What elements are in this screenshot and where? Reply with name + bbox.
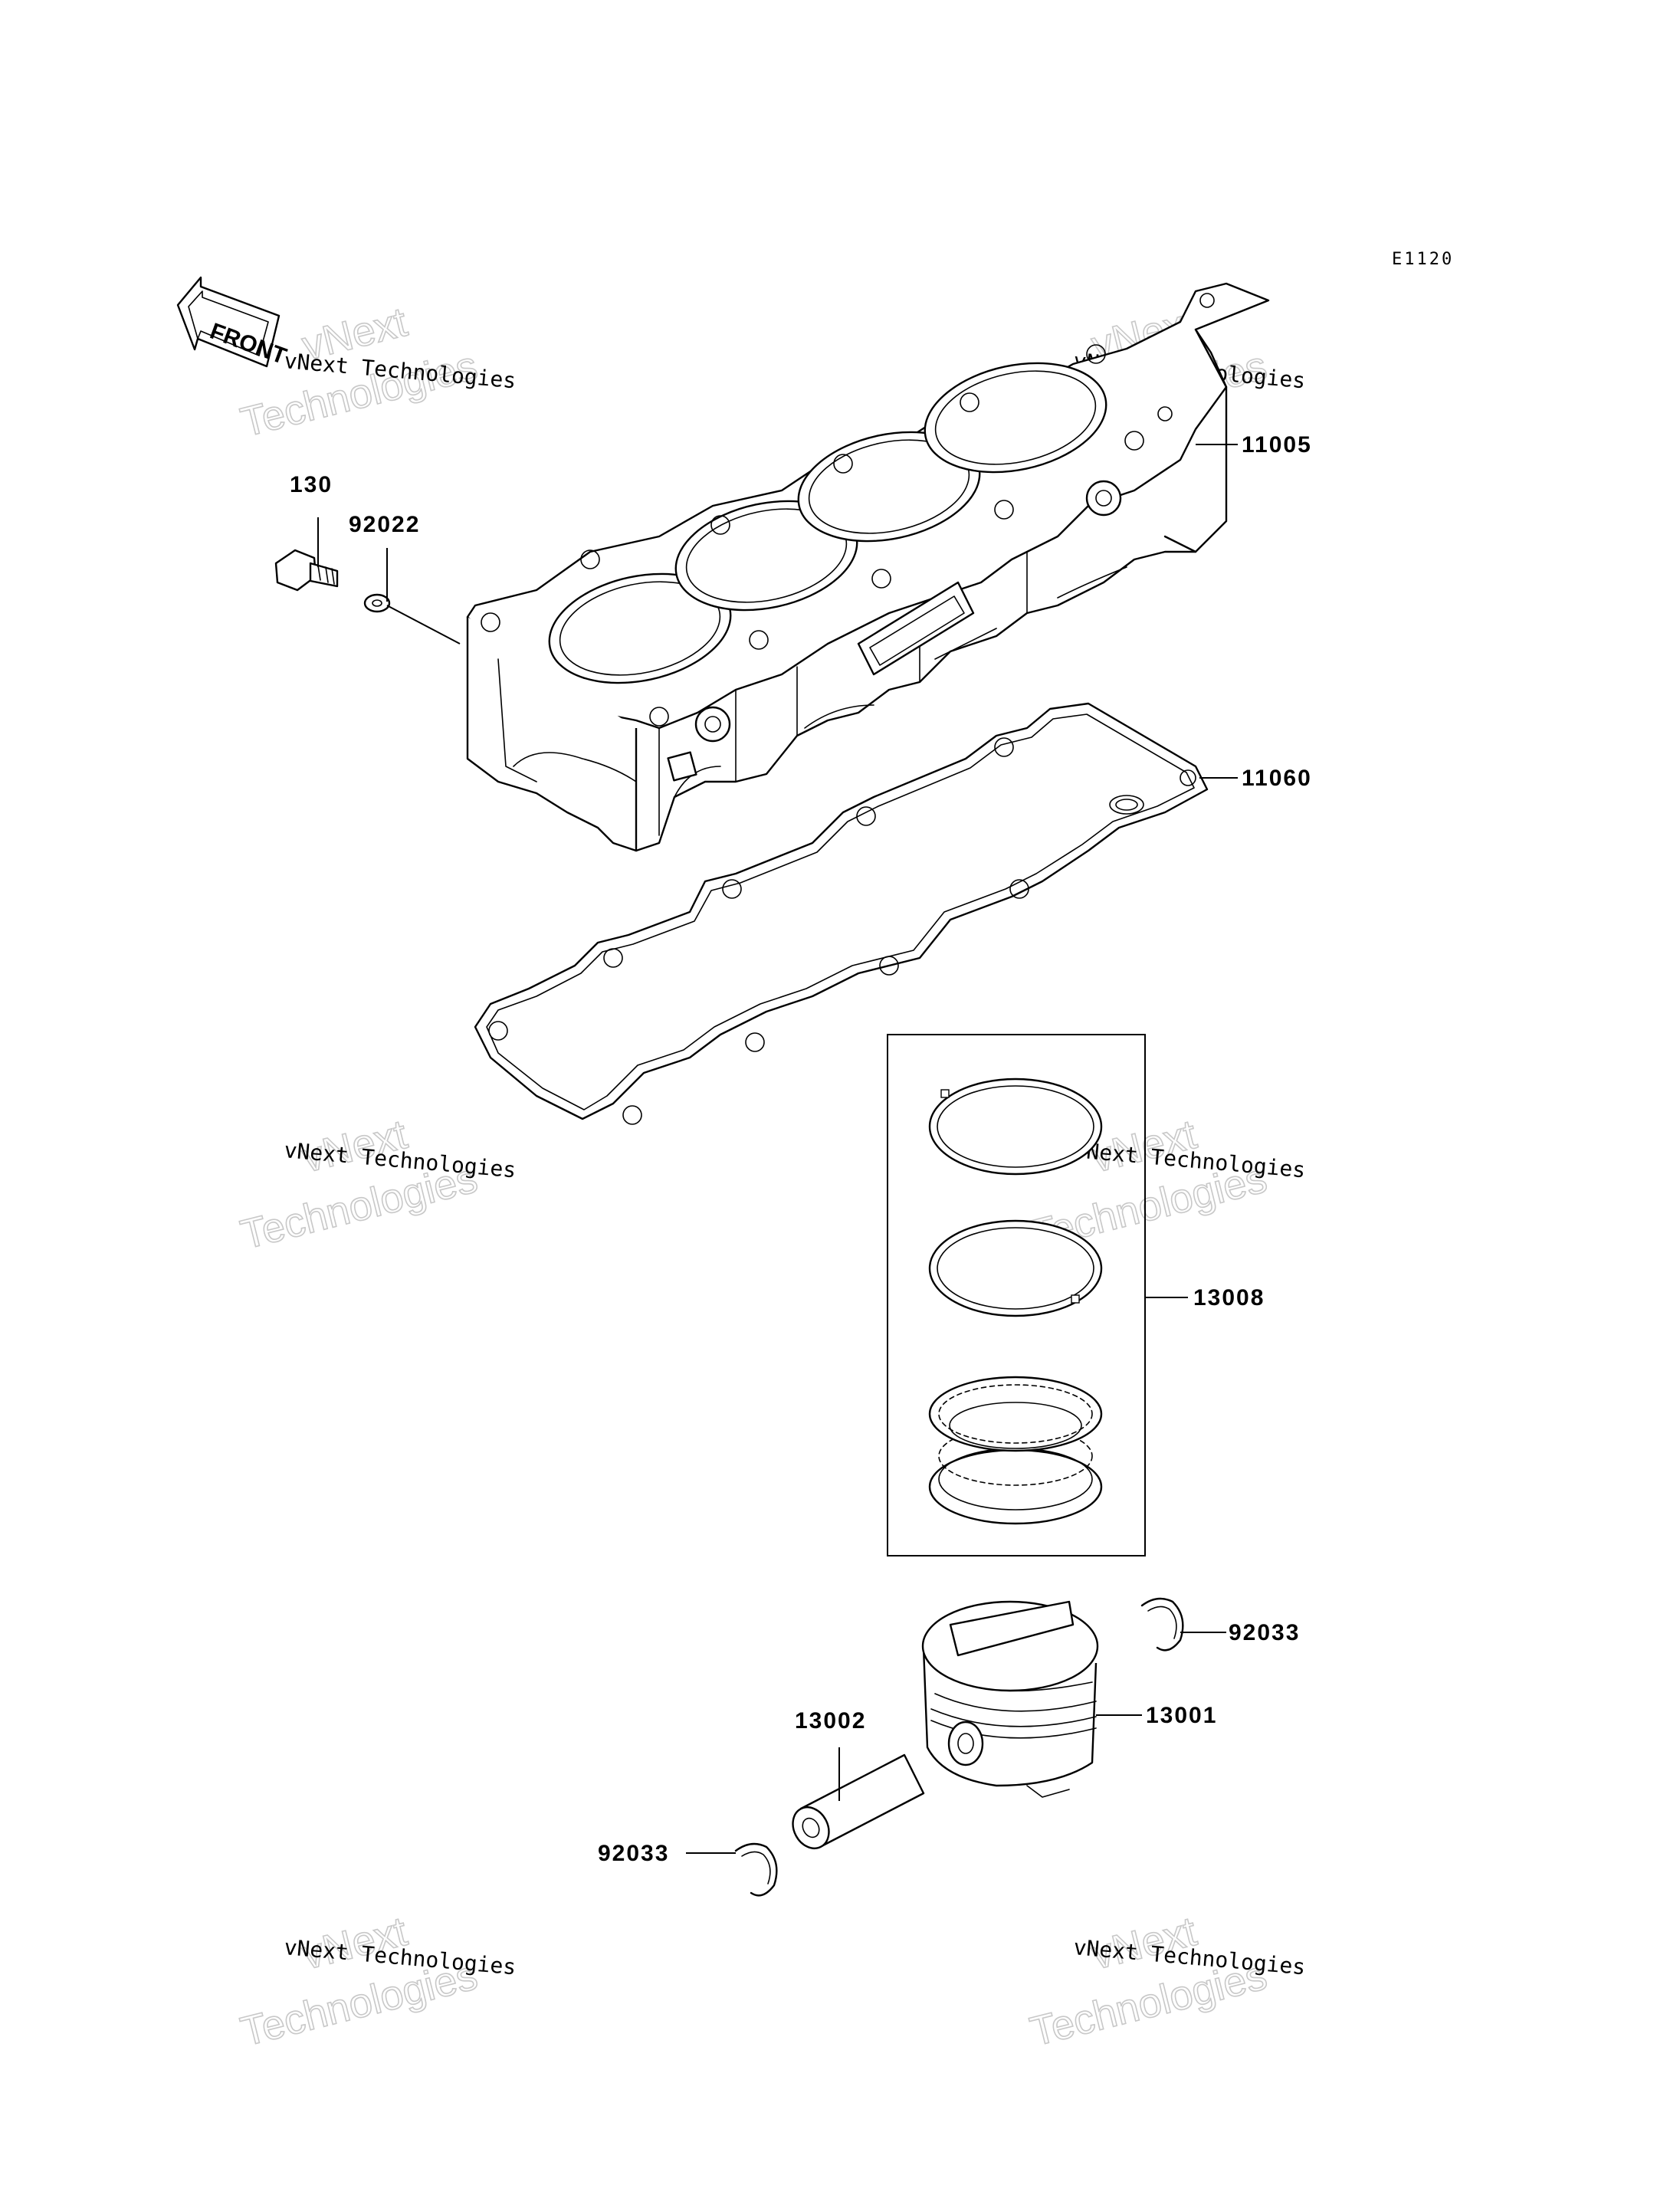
bolt-130 [274, 549, 339, 592]
part-label-92022: 92022 [349, 512, 420, 537]
leader-92022-to-block [386, 605, 461, 645]
cylinder-block [466, 282, 1270, 852]
part-label-130: 130 [290, 472, 333, 497]
part-label-92033-upper: 92033 [1229, 1620, 1300, 1645]
part-label-11060: 11060 [1242, 766, 1312, 791]
part-label-92033-lower: 92033 [598, 1841, 669, 1866]
ring-set-frame [887, 1034, 1146, 1556]
part-label-13001: 13001 [1146, 1703, 1217, 1728]
diagram-code: E1120 [1392, 250, 1454, 269]
part-label-11005: 11005 [1242, 432, 1312, 458]
part-label-13002: 13002 [795, 1708, 866, 1734]
watermark-bottom-left: vNext Technologies vNext Technologies [236, 1907, 517, 2055]
circlip-92033-lower [734, 1842, 778, 1897]
part-label-13008: 13008 [1193, 1285, 1265, 1310]
piston [921, 1600, 1099, 1798]
piston-pin [792, 1753, 925, 1849]
watermark-bottom-right: vNext Technologies vNext Technologies [1025, 1907, 1307, 2055]
watermark-mid-left: vNext Technologies vNext Technologies [236, 1110, 517, 1258]
front-arrow-icon: FRONT [176, 276, 290, 369]
base-gasket [474, 702, 1209, 1125]
circlip-92033-upper [1140, 1597, 1184, 1652]
piston-ring-set [887, 1034, 1146, 1556]
washer-92022 [363, 593, 391, 613]
